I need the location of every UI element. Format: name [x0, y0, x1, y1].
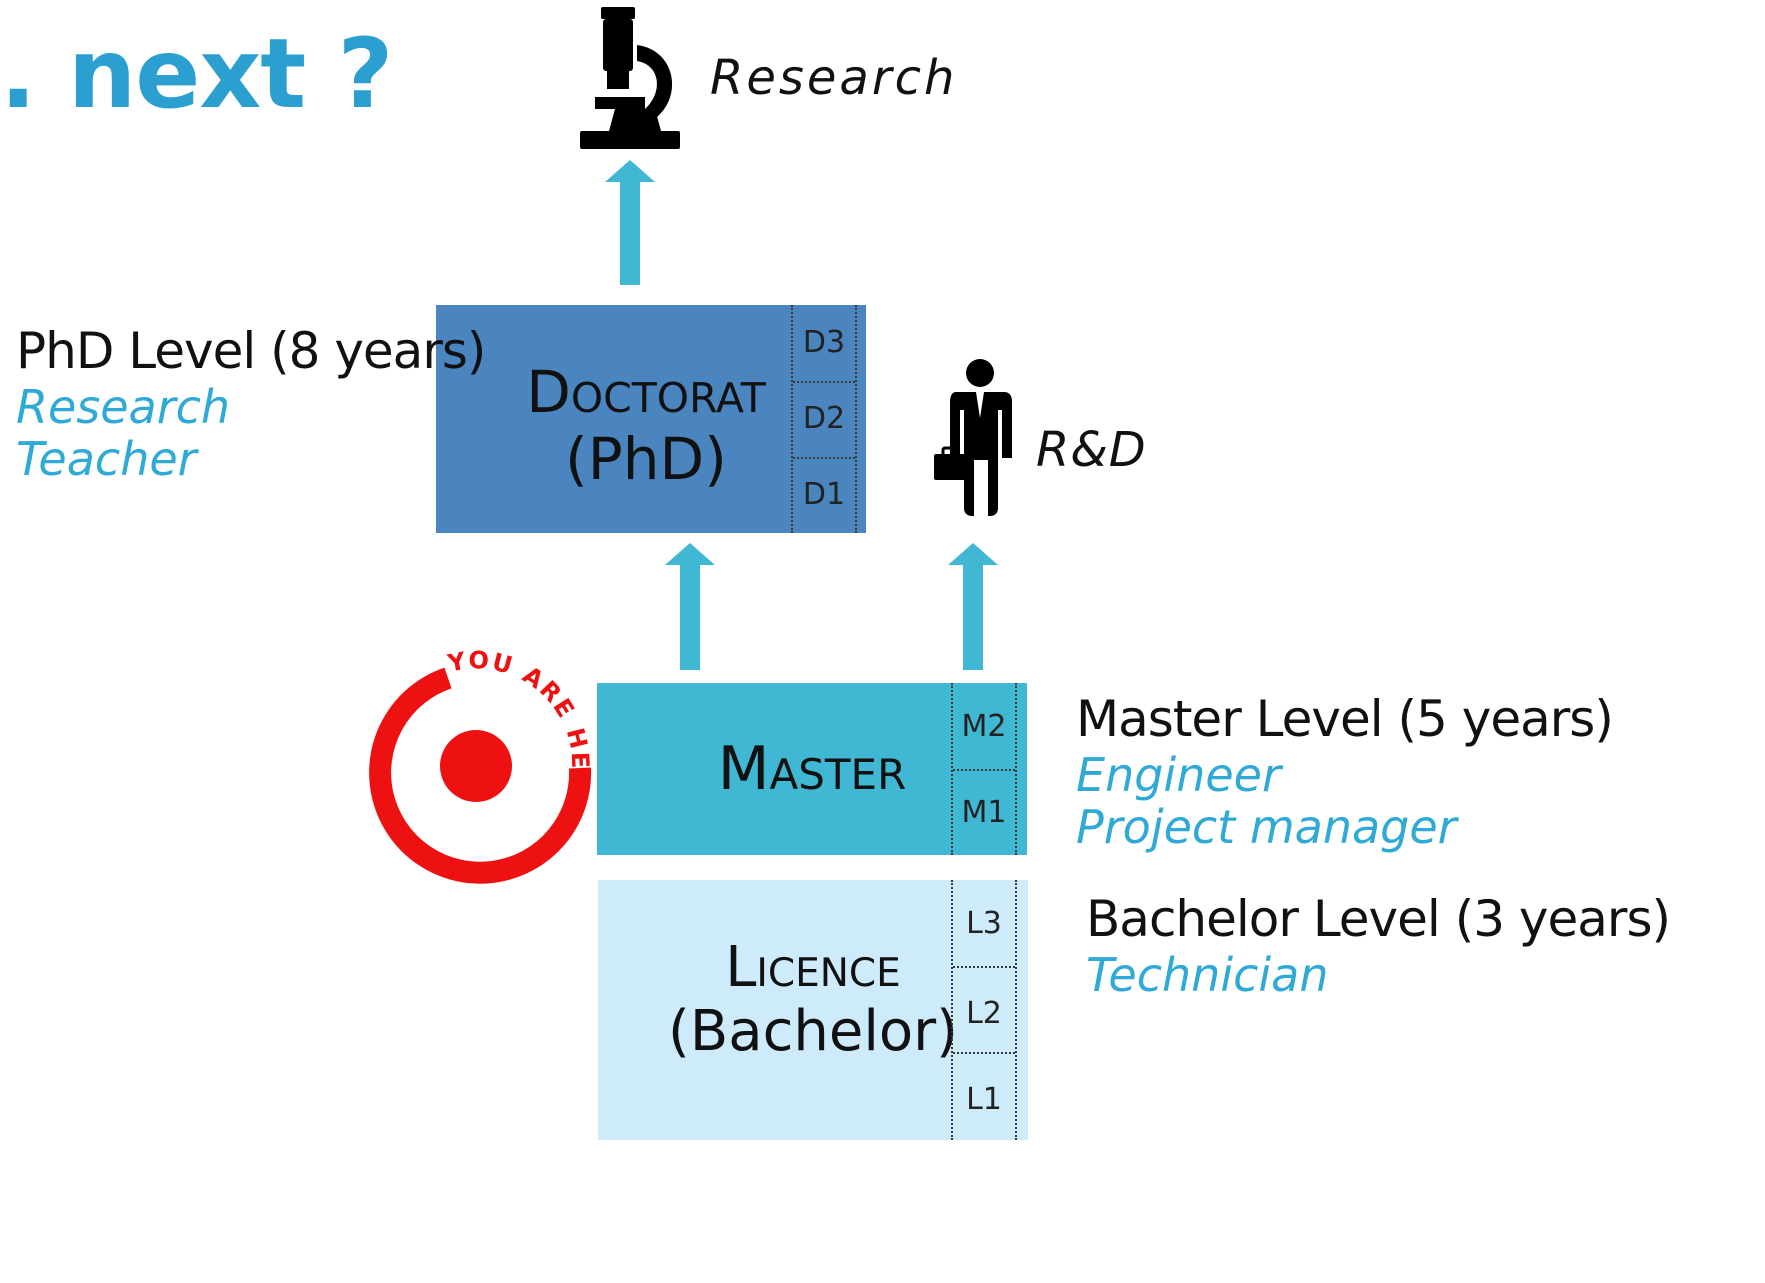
badge-center-dot: [440, 730, 512, 802]
arrow-master-to-doctorat: [665, 543, 715, 670]
year-d3: D3: [802, 325, 846, 360]
doctorat-name: Doctorat (PhD): [526, 358, 766, 493]
microscope-icon: [580, 7, 680, 149]
outcome-research-label: Research: [710, 50, 958, 106]
master-role-engineer: Engineer: [1076, 748, 1281, 802]
bachelor-level-label: Bachelor Level (3 years): [1086, 890, 1671, 948]
year-l3: L3: [966, 906, 1002, 941]
phd-role-teacher: Teacher: [16, 432, 197, 486]
year-d2: D2: [802, 401, 846, 436]
year-d1: D1: [802, 477, 846, 512]
businessman-icon: [934, 359, 1012, 516]
master-box: Master M2 M1: [597, 683, 1027, 855]
licence-year-column: L3 L2 L1: [951, 880, 1017, 1140]
doctorat-year-column: D3 D2 D1: [791, 305, 857, 533]
bachelor-role-technician: Technician: [1086, 948, 1329, 1002]
you-are-here-badge: YOU ARE HERE: [360, 650, 592, 884]
master-role-project-manager: Project manager: [1076, 800, 1457, 854]
year-l2: L2: [966, 996, 1002, 1031]
licence-box: Licence (Bachelor) L3 L2 L1: [598, 880, 1028, 1140]
page-title: . next ?: [0, 18, 393, 130]
phd-level-label: PhD Level (8 years): [16, 322, 486, 380]
outcome-rnd-label: R&D: [1036, 422, 1147, 478]
year-m2: M2: [961, 709, 1007, 744]
master-level-label: Master Level (5 years): [1076, 690, 1614, 748]
year-m1: M1: [961, 795, 1007, 830]
phd-role-research: Research: [16, 380, 231, 434]
licence-name: Licence (Bachelor): [668, 935, 959, 1065]
year-l1: L1: [966, 1082, 1002, 1117]
doctorat-box: Doctorat (PhD) D3 D2 D1: [436, 305, 866, 533]
arrow-master-to-rnd: [948, 543, 998, 670]
arrow-to-research: [605, 160, 655, 285]
master-name: Master: [717, 734, 907, 804]
master-year-column: M2 M1: [951, 683, 1017, 855]
